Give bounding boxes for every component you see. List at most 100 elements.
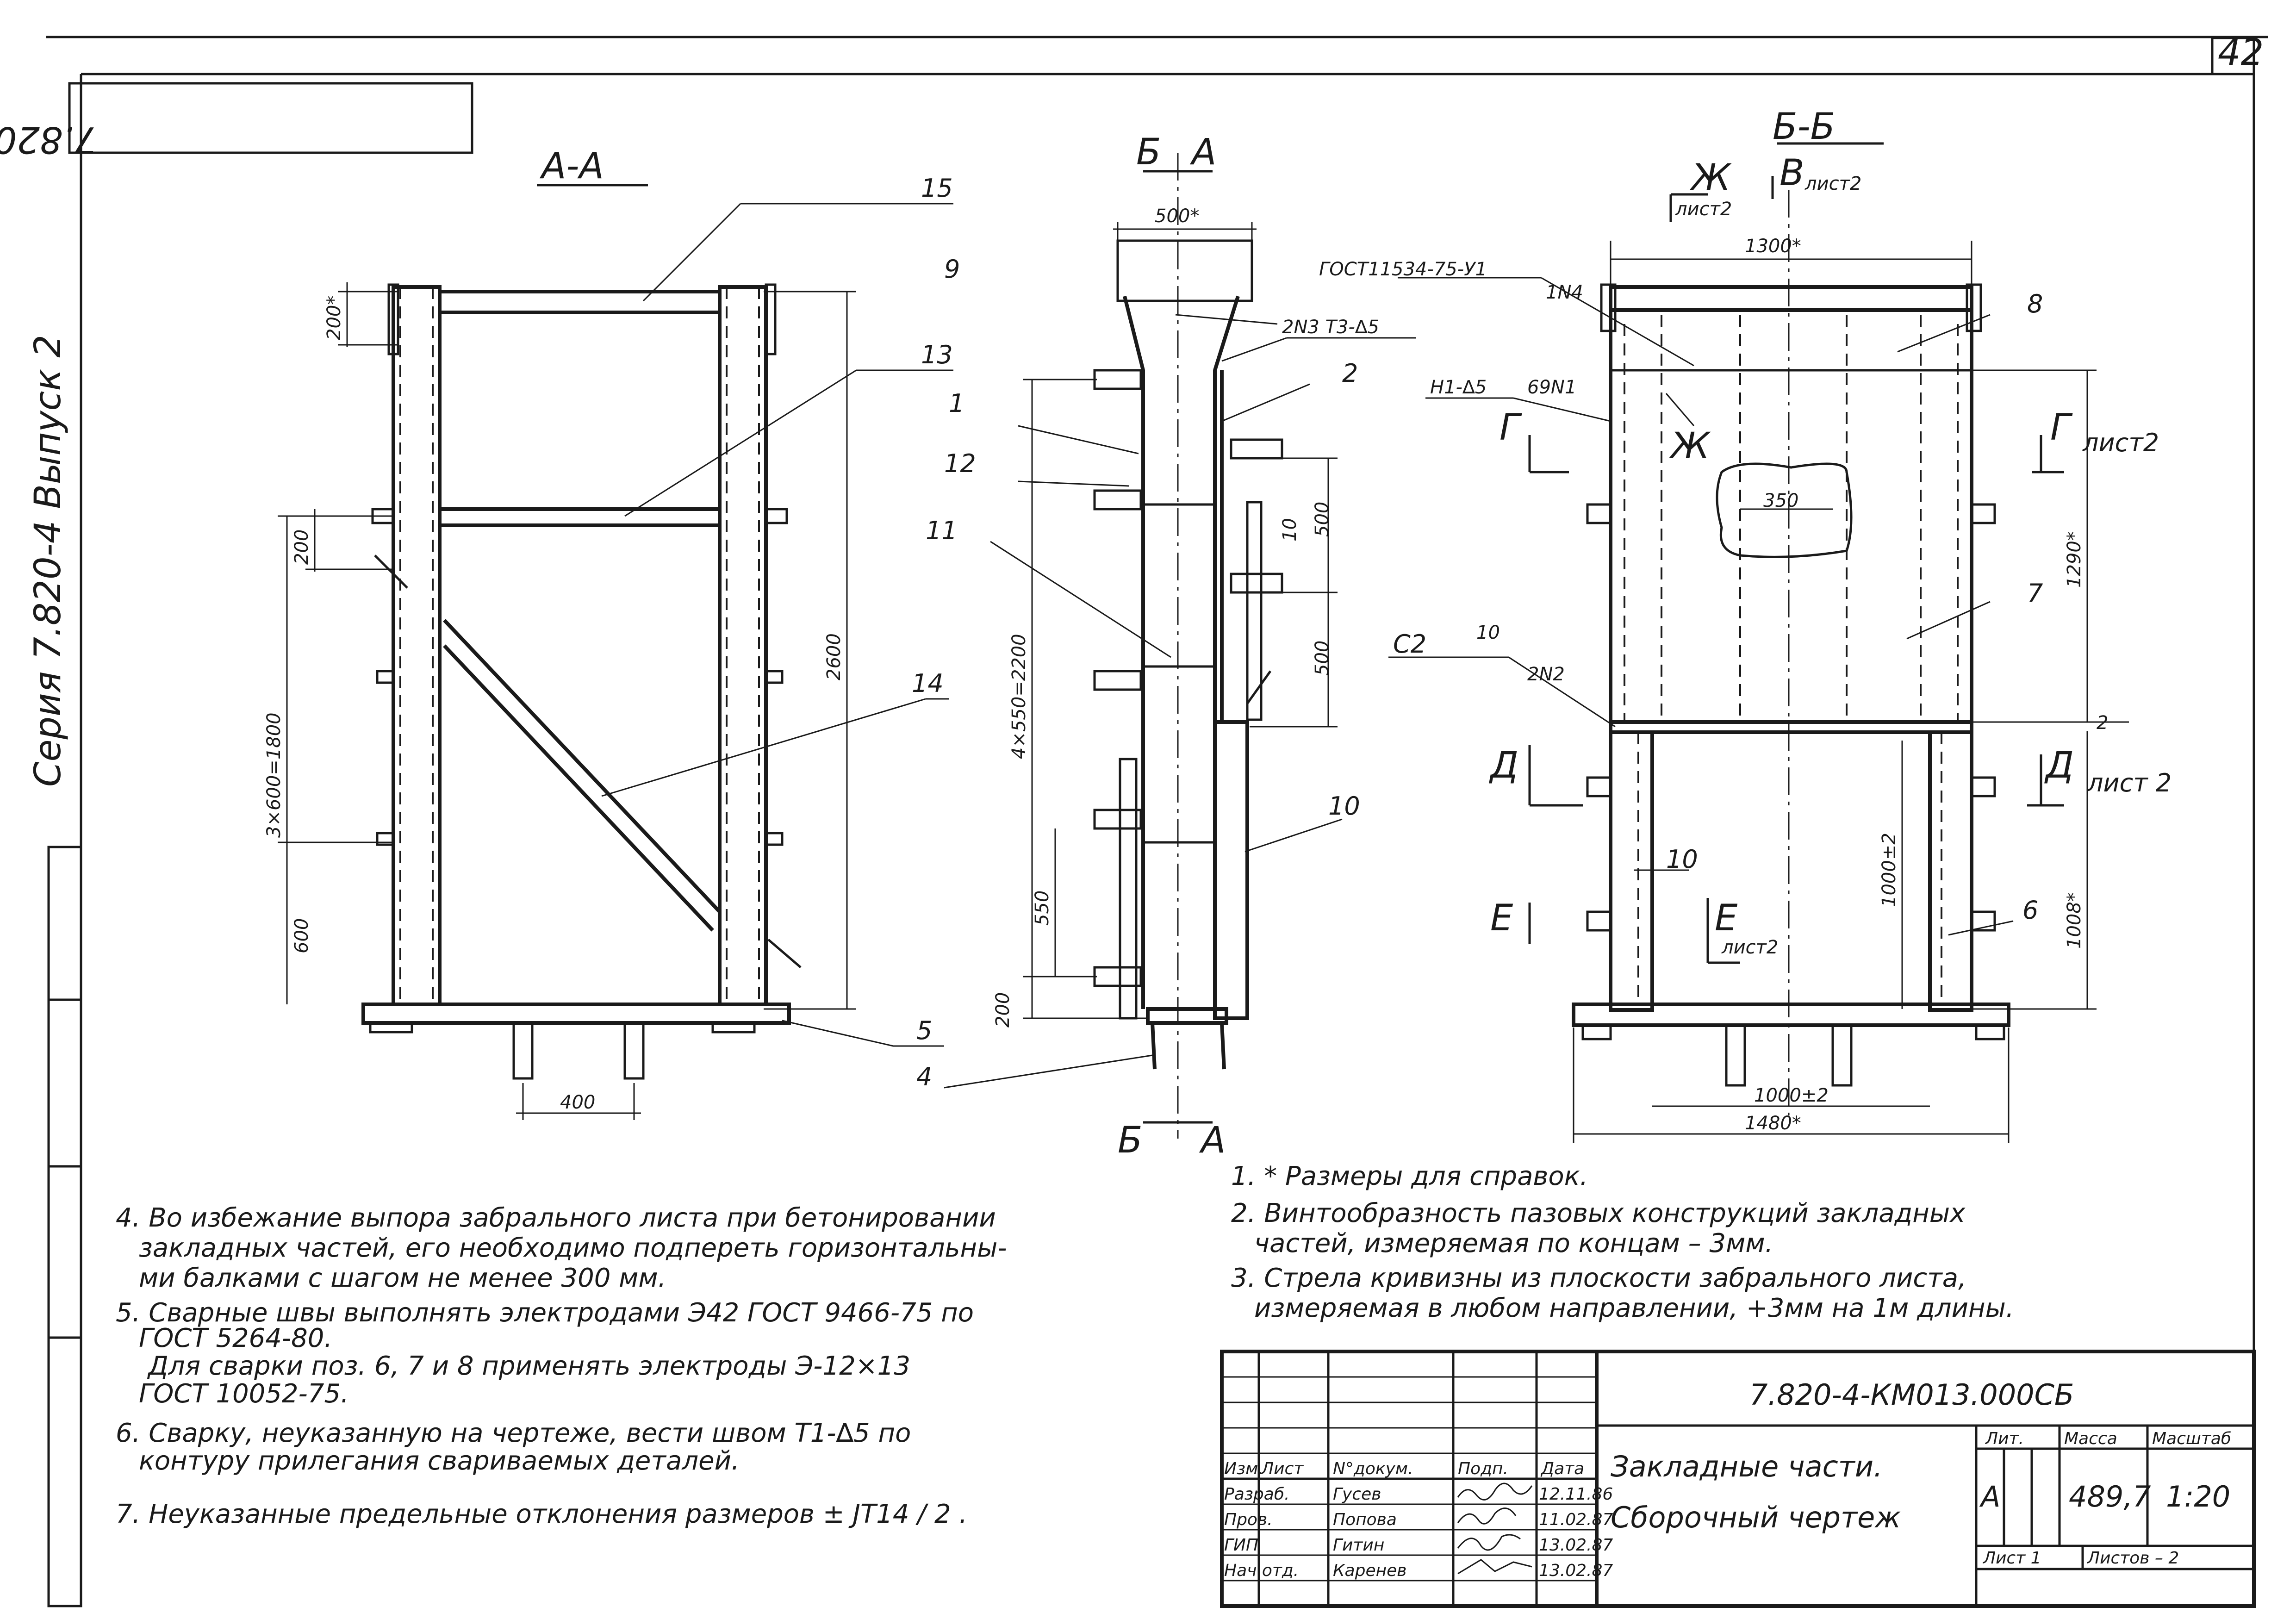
note-4-cont1: закладных частей, его необходимо подпере… xyxy=(139,1233,1007,1263)
side-position-12: 12 xyxy=(944,449,976,478)
tb-row4-name: Каренев xyxy=(1333,1561,1407,1580)
dim-b-b-1300star: 1300* xyxy=(1745,236,1801,257)
tb-lit-value: А xyxy=(1979,1480,2000,1513)
b-b-weld-c2-size: 10 xyxy=(1476,622,1500,643)
dim-side-500-lower: 500 xyxy=(1312,641,1333,676)
b-b-weld-c2: С2 xyxy=(1393,629,1426,659)
side-position-10: 10 xyxy=(1328,791,1360,821)
side-cut-top-right: А xyxy=(1189,131,1216,173)
b-b-position-6: 6 xyxy=(2022,896,2038,925)
note-1: 1. * Размеры для справок. xyxy=(1231,1161,1588,1191)
b-b-section-e-sheet: лист2 xyxy=(1721,937,1778,958)
tb-row2-role: Пров. xyxy=(1224,1510,1273,1529)
side-weld-note: 2N3 Т3-∆5 xyxy=(1282,317,1379,338)
b-b-section-d-left: Д xyxy=(1489,745,1518,786)
tb-header-date: Дата xyxy=(1540,1459,1584,1478)
note-5: 5. Сварные швы выполнять электродами Э42… xyxy=(116,1298,974,1328)
tb-row3-role: ГИП xyxy=(1224,1536,1258,1555)
tb-row4-role: Нач.отд. xyxy=(1224,1561,1299,1580)
note-6: 6. Сварку, неуказанную на чертеже, вести… xyxy=(116,1418,911,1448)
b-b-section-e-left: Е xyxy=(1490,897,1513,939)
b-b-position-7: 7 xyxy=(2027,579,2043,608)
tb-row2-name: Попова xyxy=(1333,1510,1397,1529)
b-b-section-g-right: Г xyxy=(2050,407,2073,448)
note-5-cont2: Для сварки поз. 6, 7 и 8 применять элект… xyxy=(147,1351,910,1381)
tb-row4-date: 13.02.87 xyxy=(1539,1561,1613,1580)
b-b-section-g-sheet: лист2 xyxy=(2082,428,2159,457)
title-block-doc-code: 7.820-4-КМ013.000СБ xyxy=(1749,1378,2074,1412)
b-b-section-g-left: Г xyxy=(1500,407,1522,448)
sheet-frame xyxy=(46,36,2268,1607)
dim-side-500star: 500* xyxy=(1155,206,1199,227)
tb-mass-value: 489,7 xyxy=(2069,1480,2151,1513)
b-b-weld-69n1: 69N1 xyxy=(1527,377,1576,398)
view-b-b-title: Б-Б xyxy=(1773,106,1835,148)
position-5: 5 xyxy=(916,1016,932,1045)
b-b-section-zh-sheet: лист2 xyxy=(1675,199,1732,220)
b-b-section-v: В xyxy=(1780,152,1804,194)
dim-b-b-2: 2 xyxy=(2097,712,2108,734)
side-position-2: 2 xyxy=(1342,359,1358,388)
dim-b-b-350: 350 xyxy=(1763,490,1798,511)
side-position-4: 4 xyxy=(916,1062,932,1091)
position-13: 13 xyxy=(921,340,953,369)
note-6-cont: контуру прилегания свариваемых деталей. xyxy=(139,1446,740,1476)
side-cut-top-left: Б xyxy=(1136,131,1161,173)
dim-side-200: 200 xyxy=(992,992,1014,1028)
tb-row2-date: 11.02.87 xyxy=(1539,1510,1613,1529)
view-side xyxy=(944,153,1416,1139)
dim-a-a-200: 200 xyxy=(291,529,312,565)
dim-a-a-2600: 2600 xyxy=(823,633,845,680)
dim-side-4x550: 4×550=2200 xyxy=(1008,634,1030,759)
note-5-cont3: ГОСТ 10052-75. xyxy=(139,1379,349,1409)
sheet-number: 42 xyxy=(2218,32,2264,74)
b-b-weld-h1: Н1-∆5 xyxy=(1430,377,1487,398)
note-7: 7. Неуказанные предельные отклонения раз… xyxy=(116,1499,967,1529)
note-4: 4. Во избежание выпора забрального листа… xyxy=(116,1203,996,1233)
tb-row3-name: Гитин xyxy=(1333,1536,1384,1555)
dim-side-500-upper: 500 xyxy=(1312,502,1333,537)
view-a-a xyxy=(278,184,953,1120)
tb-row1-date: 12.11.86 xyxy=(1539,1485,1613,1504)
note-5-cont1: ГОСТ 5264-80. xyxy=(139,1323,332,1353)
side-position-9: 9 xyxy=(944,255,960,284)
position-14: 14 xyxy=(912,669,944,698)
tb-header-sign: Подп. xyxy=(1458,1459,1508,1478)
b-b-section-zh: Ж xyxy=(1690,157,1732,199)
b-b-zh-mark: Ж xyxy=(1669,425,1711,467)
b-b-position-8: 8 xyxy=(2027,289,2043,318)
tb-header-izm: Изм. xyxy=(1224,1459,1263,1478)
dim-a-a-3x600: 3×600=1800 xyxy=(263,712,285,838)
b-b-gost-label: ГОСТ11534-75-У1 xyxy=(1319,259,1487,280)
b-b-section-d-sheet: лист 2 xyxy=(2087,768,2172,797)
title-block-frame xyxy=(1220,1350,2256,1608)
rotated-series: Серия 7.820-4 Выпуск 2 xyxy=(27,335,69,787)
b-b-section-v-sheet: лист2 xyxy=(1804,173,1861,194)
tb-row1-role: Разраб. xyxy=(1224,1485,1289,1504)
note-4-cont2: ми балками с шагом не менее 300 мм. xyxy=(139,1263,666,1293)
side-position-11: 11 xyxy=(926,516,958,545)
side-cut-bottom-left: Б xyxy=(1118,1120,1143,1161)
dim-b-b-1000-horiz: 1000±2 xyxy=(1754,1085,1829,1106)
view-b-b xyxy=(1388,142,2129,1143)
note-2-cont: частей, измеряемая по концам – 3мм. xyxy=(1254,1228,1773,1258)
view-a-a-title: А-А xyxy=(539,145,604,187)
title-block-name-2: Сборочный чертеж xyxy=(1611,1501,1901,1534)
b-b-position-10: 10 xyxy=(1666,845,1698,874)
tb-mass-label: Масса xyxy=(2064,1429,2117,1448)
rotated-doc-code: 7.820-4-КМ013.000СБ xyxy=(0,118,97,160)
b-b-section-d-right: Д xyxy=(2044,745,2074,786)
tb-scale-label: Масштаб xyxy=(2152,1429,2231,1448)
dim-b-b-1290star: 1290* xyxy=(2064,531,2085,588)
b-b-weld-1n4: 1N4 xyxy=(1546,282,1583,303)
side-position-1: 1 xyxy=(949,389,964,418)
tb-lit-label: Лит. xyxy=(1985,1429,2024,1448)
tb-row1-name: Гусев xyxy=(1333,1485,1381,1504)
position-15: 15 xyxy=(921,174,953,203)
note-3: 3. Стрела кривизны из плоскости забральн… xyxy=(1231,1263,1966,1293)
dim-b-b-1008star: 1008* xyxy=(2064,892,2085,949)
signature-scribbles xyxy=(1457,1482,1533,1575)
note-2: 2. Винтообразность пазовых конструкций з… xyxy=(1231,1198,1966,1228)
dim-side-10: 10 xyxy=(1279,518,1300,542)
